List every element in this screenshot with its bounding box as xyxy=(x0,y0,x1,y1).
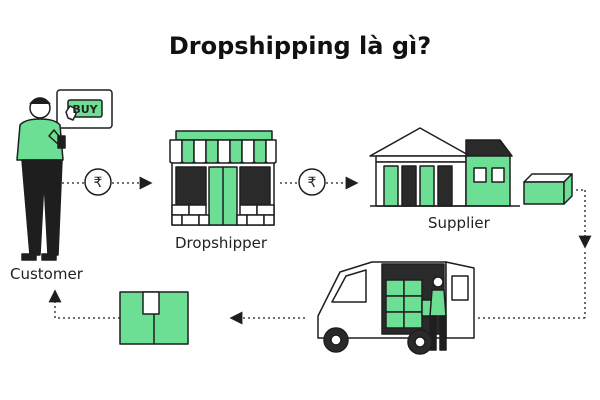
dropshipper-store xyxy=(169,130,277,226)
flow-connectors xyxy=(48,176,592,325)
pointing-hand-icon xyxy=(65,105,77,121)
currency-badge-2: ₹ xyxy=(298,168,326,196)
customer-hair xyxy=(29,97,51,105)
store-window-left xyxy=(175,166,207,206)
rupee-icon xyxy=(298,168,326,196)
delivery-person-head xyxy=(432,276,444,288)
store-brick-base xyxy=(171,204,275,226)
delivery-person-body xyxy=(429,289,447,317)
supplier-box-icon xyxy=(523,181,565,205)
buy-label: BUY xyxy=(72,103,98,116)
warehouse-side-roof xyxy=(465,139,513,157)
store-window-right xyxy=(239,166,271,206)
supplier-warehouse xyxy=(369,127,573,207)
customer-sweater xyxy=(16,118,64,161)
currency-2-symbol: ₹ xyxy=(308,175,317,191)
customer-pants xyxy=(21,159,63,256)
delivery-van xyxy=(317,261,475,355)
rupee-icon xyxy=(84,168,112,196)
phone-icon xyxy=(57,135,66,149)
node-label-supplier: Supplier xyxy=(428,214,490,232)
currency-badge-1: ₹ xyxy=(84,168,112,196)
store-roof xyxy=(175,130,273,141)
node-label-dropshipper: Dropshipper xyxy=(175,234,268,252)
delivered-box-icon xyxy=(119,291,189,345)
diagram-title: Dropshipping là gì? xyxy=(168,32,432,60)
currency-1-symbol: ₹ xyxy=(94,175,103,191)
warehouse-pediment xyxy=(369,127,471,157)
node-label-customer: Customer xyxy=(10,265,83,283)
customer-figure xyxy=(16,89,113,261)
store-awning-icon xyxy=(169,139,277,165)
